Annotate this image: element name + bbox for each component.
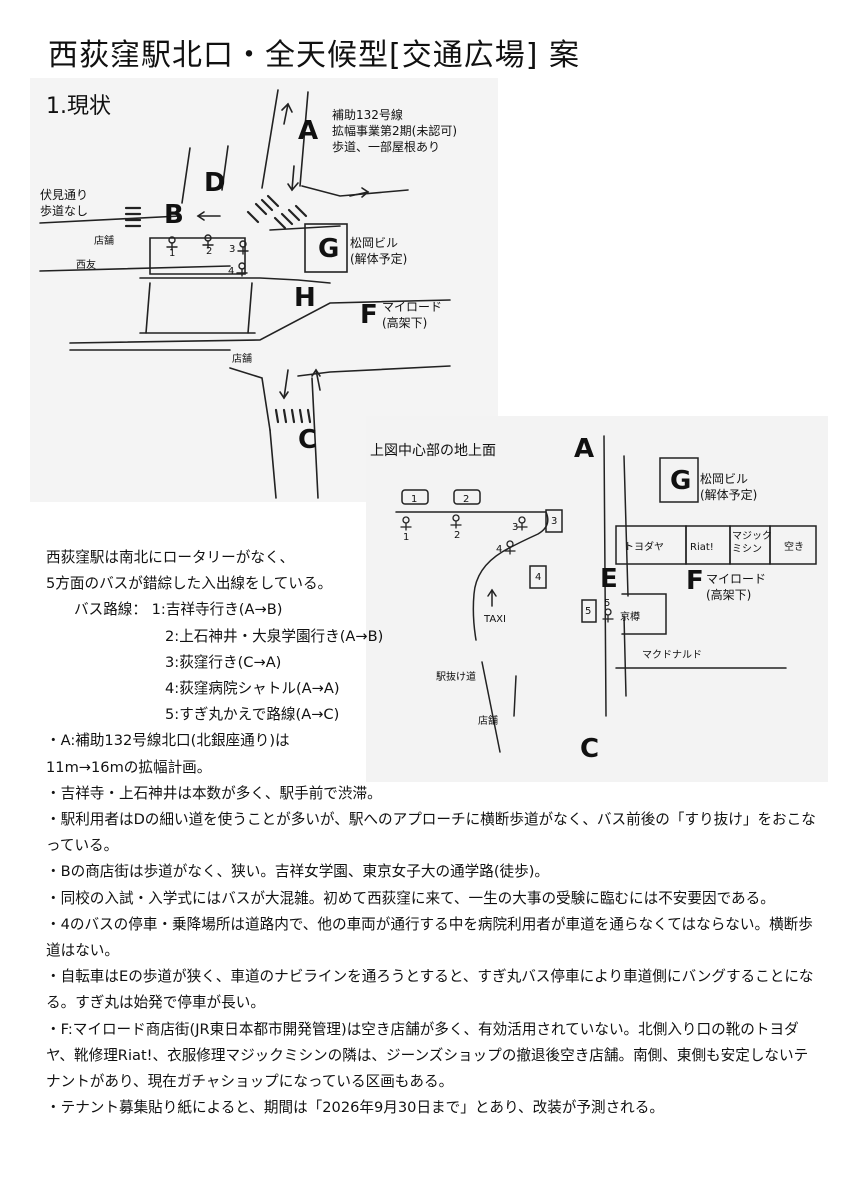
intro-line-1: 西荻窪駅は南北にロータリーがなく、 bbox=[46, 549, 295, 566]
mcd-label: マクドナルド bbox=[642, 650, 702, 661]
myroad-label-1: マイロード bbox=[382, 300, 443, 314]
myroad2-label-2: (高架下) bbox=[706, 588, 752, 602]
shop-toyodaya: トヨダヤ bbox=[624, 542, 664, 553]
point-a-2: 11m→16mの拡幅計画。 bbox=[46, 758, 212, 776]
stop2-2: 2 bbox=[454, 530, 461, 541]
point-9: ・テナント募集貼り紙によると、期間は「2026年9月30日まで」とあり、改装が予… bbox=[46, 1099, 664, 1117]
box-5: 5 bbox=[585, 606, 592, 617]
point-8: ・F:マイロード商店街(JR東日本都市開発管理)は空き店舗が多く、有効活用されて… bbox=[46, 1020, 809, 1091]
route-2: 2:上石神井・大泉学園行き(A→B) bbox=[165, 627, 384, 645]
point-2: ・吉祥寺・上石神井は本数が多く、駅手前で渋滞。 bbox=[46, 784, 382, 802]
marker-b: B bbox=[164, 200, 184, 230]
matsuoka-label-1: 松岡ビル bbox=[350, 236, 399, 250]
marker-f: F bbox=[360, 300, 378, 330]
road-a-label-1: 補助132号線 bbox=[332, 108, 403, 122]
point-7: ・自転車はEの歩道が狭く、車道のナビラインを通ろうとすると、すぎ丸バス停車により… bbox=[46, 968, 814, 1012]
marker2-g: G bbox=[670, 466, 692, 496]
shop-label-1: 店舗 bbox=[94, 236, 114, 247]
stop-4: 4 bbox=[228, 266, 235, 277]
shortcut-label: 駅抜け道 bbox=[436, 672, 476, 683]
matsuoka2-label-2: (解体予定) bbox=[700, 488, 758, 502]
marker-g: G bbox=[318, 234, 340, 264]
seiyu-label: 西友 bbox=[76, 260, 96, 271]
routes-label: バス路線： bbox=[74, 601, 147, 619]
myroad-label-2: (高架下) bbox=[382, 316, 428, 330]
road-a-label-3: 歩道、一部屋根あり bbox=[332, 140, 441, 154]
stop2-5: 5 bbox=[604, 598, 611, 609]
point-a-1: ・A:補助132号線北口(北銀座通り)は bbox=[46, 732, 290, 750]
map1-section-title: 1.現状 bbox=[46, 94, 111, 119]
shop-vacant: 空き bbox=[784, 542, 804, 553]
stop2-3: 3 bbox=[512, 522, 519, 533]
box-2: 2 bbox=[463, 494, 470, 505]
shop-riat: Riat! bbox=[690, 542, 714, 553]
matsuoka2-label-1: 松岡ビル bbox=[700, 472, 749, 486]
kyotaru-label: 京樽 bbox=[620, 612, 640, 623]
map2-section-title: 上図中心部の地上面 bbox=[370, 443, 496, 459]
shop2-label: 店舗 bbox=[478, 716, 498, 727]
page-title: 西荻窪駅北口・全天候型[交通広場] 案 bbox=[48, 38, 580, 73]
route-5: 5:すぎ丸かえで路線(A→C) bbox=[165, 706, 340, 724]
box-1: 1 bbox=[411, 494, 418, 505]
intro-line-2: 5方面のバスが錯綜した入出線をしている。 bbox=[46, 575, 333, 593]
shop-label-2: 店舗 bbox=[232, 354, 252, 365]
map1-sketch bbox=[39, 89, 451, 499]
stop-3: 3 bbox=[229, 244, 236, 255]
marker2-a: A bbox=[574, 434, 595, 464]
marker-c: C bbox=[298, 425, 318, 455]
point-4: ・Bの商店街は歩道がなく、狭い。吉祥女学園、東京女子大の通学路(徒歩)。 bbox=[46, 863, 549, 881]
point-6: ・4のバスの停車・乗降場所は道路内で、他の車両が通行する中を病院利用者が車道を通… bbox=[46, 915, 813, 960]
marker2-f: F bbox=[686, 566, 704, 596]
marker-h: H bbox=[294, 283, 316, 313]
route-1: バス路線： 1:吉祥寺行き(A→B) bbox=[74, 601, 283, 619]
current-situation-map: 1.現状 A D B G H F C 補助132号線 拡幅事業第2期(未認可) … bbox=[30, 78, 498, 502]
marker-a: A bbox=[298, 116, 319, 146]
road-a-label-2: 拡幅事業第2期(未認可) bbox=[332, 124, 457, 138]
marker2-c: C bbox=[580, 734, 600, 764]
body-text: 西荻窪駅は南北にロータリーがなく、 5方面のバスが錯綜した入出線をしている。 バ… bbox=[46, 545, 816, 1121]
matsuoka-label-2: (解体予定) bbox=[350, 252, 408, 266]
route-4: 4:荻窪病院シャトル(A→A) bbox=[165, 680, 340, 698]
myroad2-label-1: マイロード bbox=[706, 572, 767, 586]
fushimi-label-1: 伏見通り bbox=[40, 188, 89, 202]
stop-2: 2 bbox=[206, 246, 213, 257]
shop-magic-mishin: マジック ミシン bbox=[732, 531, 772, 555]
stop-1: 1 bbox=[169, 248, 176, 259]
map2-sketch bbox=[395, 435, 817, 753]
marker-d: D bbox=[204, 168, 226, 198]
box-4: 4 bbox=[535, 572, 542, 583]
box-3: 3 bbox=[551, 516, 558, 527]
ground-level-map: 上図中心部の地上面 A G E F C 松岡ビル (解体予定) トヨダヤ Ria… bbox=[366, 416, 828, 782]
point-3: ・駅利用者はDの細い道を使うことが多いが、駅へのアプローチに横断歩道がなく、バス… bbox=[46, 811, 816, 855]
fushimi-label-2: 歩道なし bbox=[40, 204, 89, 218]
route-3: 3:荻窪行き(C→A) bbox=[165, 653, 282, 671]
stop2-4: 4 bbox=[496, 544, 503, 555]
stop2-1: 1 bbox=[403, 532, 410, 543]
marker2-e: E bbox=[600, 564, 618, 594]
taxi-label: TAXI bbox=[484, 614, 506, 625]
point-5: ・同校の入試・入学式にはバスが大混雑。初めて西荻窪に来て、一生の大事の受験に臨む… bbox=[46, 889, 775, 907]
